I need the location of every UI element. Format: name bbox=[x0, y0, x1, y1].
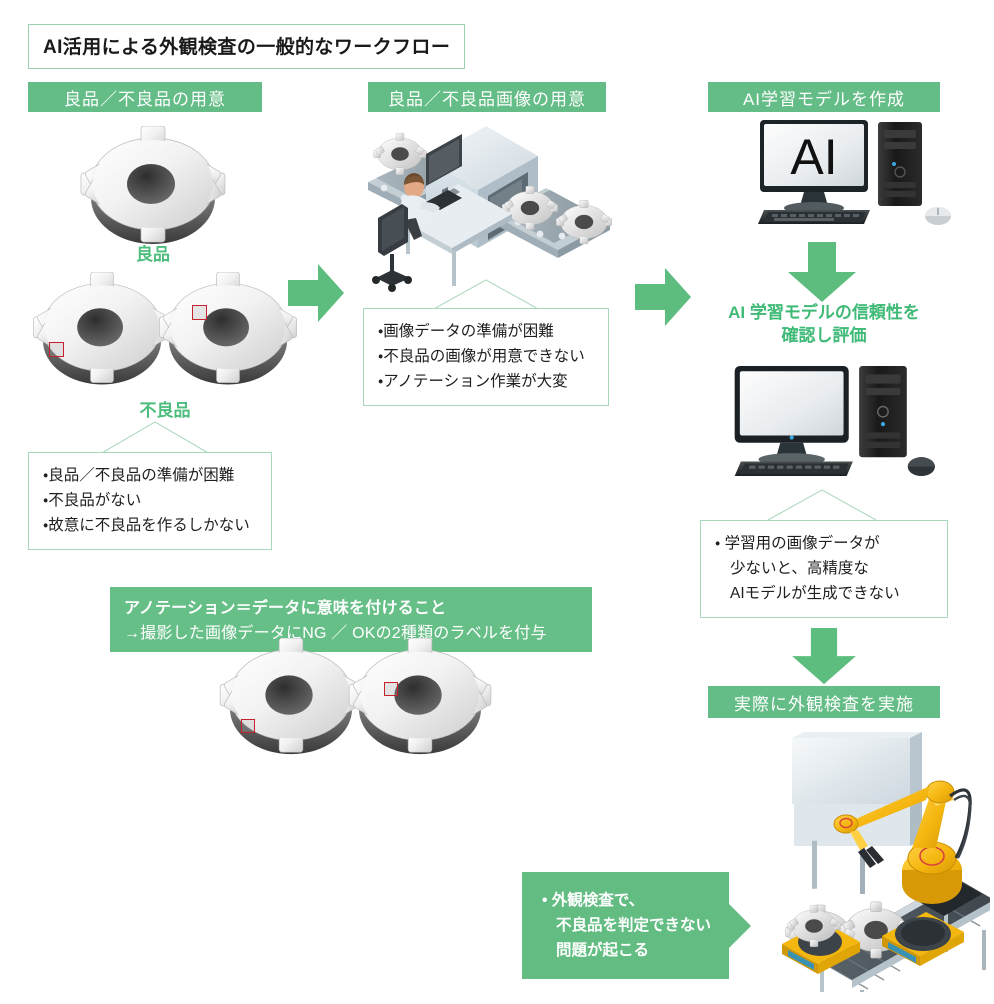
ai-computer-illustration: AI bbox=[758, 120, 951, 225]
agv-robot-icon-1 bbox=[782, 904, 860, 974]
gear-icon-good bbox=[80, 126, 226, 244]
problem-line-2: 不良品を判定できない bbox=[556, 917, 712, 935]
callout-left-line-2: ・不良品がない bbox=[43, 492, 142, 510]
callout-left-line-3: ・故意に不良品を作るしかない bbox=[43, 517, 250, 535]
gear-icon-defect-2 bbox=[159, 272, 297, 385]
callout-left-line-1: ・良品／不良品の準備が困難 bbox=[43, 467, 235, 484]
desktop-pc-illustration bbox=[734, 366, 935, 476]
problem-line-1: • 外観検査で、 bbox=[542, 892, 645, 909]
evaluate-line-2: 確認し評価 bbox=[781, 325, 867, 345]
problem-callout: • 外観検査で、 不良品を判定できない 問題が起こる bbox=[522, 872, 730, 980]
label-good-part: 良品 bbox=[136, 245, 170, 264]
callout-right-line-1: ・ 学習用の画像データが bbox=[715, 535, 880, 552]
callout-notch-middle bbox=[432, 279, 540, 310]
gear-icon-annotation-2 bbox=[348, 638, 492, 755]
section-header-run-inspection: 実際に外観検査を実施 bbox=[708, 686, 940, 718]
problem-callout-wrapper: • 外観検査で、 不良品を判定できない 問題が起こる bbox=[522, 872, 752, 980]
arrow-down-icon-1 bbox=[788, 242, 856, 302]
arrow-right-icon-1 bbox=[288, 264, 344, 322]
section-header-create-ai-model: AI学習モデルを作成 bbox=[708, 82, 940, 112]
section-header-prepare-images: 良品／不良品画像の用意 bbox=[368, 82, 606, 112]
monitor-ai-text: AI bbox=[790, 129, 837, 185]
gear-icon-annotation-1 bbox=[219, 638, 363, 755]
page-title: AI活用による外観検査の一般的なワークフロー bbox=[28, 24, 466, 69]
defect-marker-1 bbox=[49, 342, 64, 357]
robot-arm-icon bbox=[833, 780, 982, 916]
callout-middle-line-2: ・不良品の画像が用意できない bbox=[378, 348, 585, 366]
agv-robot-icon-2 bbox=[882, 912, 964, 966]
callout-right-issues: ・ 学習用の画像データが 少ないと、高精度な AIモデルが生成できない bbox=[700, 520, 948, 619]
problem-line-3: 問題が起こる bbox=[556, 942, 650, 960]
defect-marker-4 bbox=[384, 682, 398, 696]
section-header-prepare-parts: 良品／不良品の用意 bbox=[28, 82, 262, 112]
evaluate-line-1: AI 学習モデルの信頼性を bbox=[728, 303, 920, 322]
callout-notch-right bbox=[768, 489, 876, 520]
callout-middle-line-3: ・アノテーション作業が大変 bbox=[378, 373, 568, 391]
callout-notch-left bbox=[100, 421, 210, 454]
annotation-line-2: →撮影した画像データにNG ／ OKの2種類のラベルを付与 bbox=[124, 625, 547, 642]
arrow-down-icon-2 bbox=[792, 628, 856, 685]
label-defective-part: 不良品 bbox=[139, 401, 191, 420]
callout-left-issues: ・良品／不良品の準備が困難 ・不良品がない ・故意に不良品を作るしかない bbox=[28, 452, 272, 551]
arrow-right-icon-2 bbox=[635, 268, 691, 326]
problem-callout-tail bbox=[729, 903, 752, 948]
robot-inspection-illustration bbox=[782, 732, 990, 992]
inspection-workstation-illustration bbox=[368, 126, 612, 292]
annotation-line-1: アノテーション＝データに意味を付けること bbox=[124, 600, 447, 617]
callout-middle-line-1: ・画像データの準備が困難 bbox=[378, 323, 554, 340]
gear-icon-defect-1 bbox=[33, 272, 171, 385]
annotation-banner: アノテーション＝データに意味を付けること →撮影した画像データにNG ／ OKの… bbox=[110, 587, 592, 652]
defect-marker-3 bbox=[241, 719, 255, 733]
defect-marker-2 bbox=[192, 305, 207, 320]
callout-middle-issues: ・画像データの準備が困難 ・不良品の画像が用意できない ・アノテーション作業が大… bbox=[363, 308, 609, 407]
callout-right-line-2: 少ないと、高精度な bbox=[730, 560, 869, 578]
label-evaluate-reliability: AI 学習モデルの信頼性を 確認し評価 bbox=[688, 302, 960, 348]
callout-right-line-3: AIモデルが生成できない bbox=[730, 585, 900, 603]
